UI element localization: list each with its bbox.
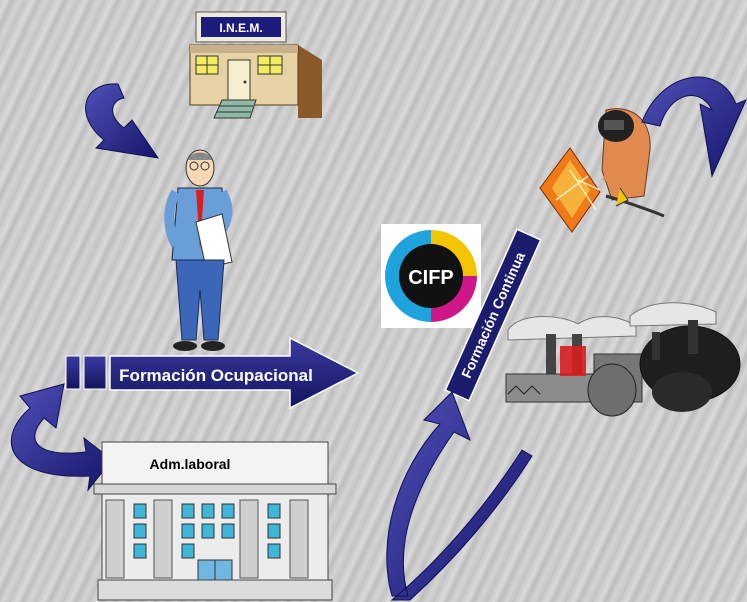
curved-arrow-inem xyxy=(86,84,158,158)
adm-laboral-label: Adm.laboral xyxy=(150,456,231,472)
cifp-label: CIFP xyxy=(408,267,454,289)
formacion-ocupacional-label: Formación Ocupacional xyxy=(119,366,313,385)
curved-arrow-continua xyxy=(387,392,532,600)
inem-label: I.N.E.M. xyxy=(219,21,262,35)
welder-figure xyxy=(540,109,664,232)
worker-figure xyxy=(169,150,232,351)
curved-arrow-adm xyxy=(11,384,112,490)
curved-arrow-welder xyxy=(642,77,746,176)
factory-figure xyxy=(506,303,740,416)
